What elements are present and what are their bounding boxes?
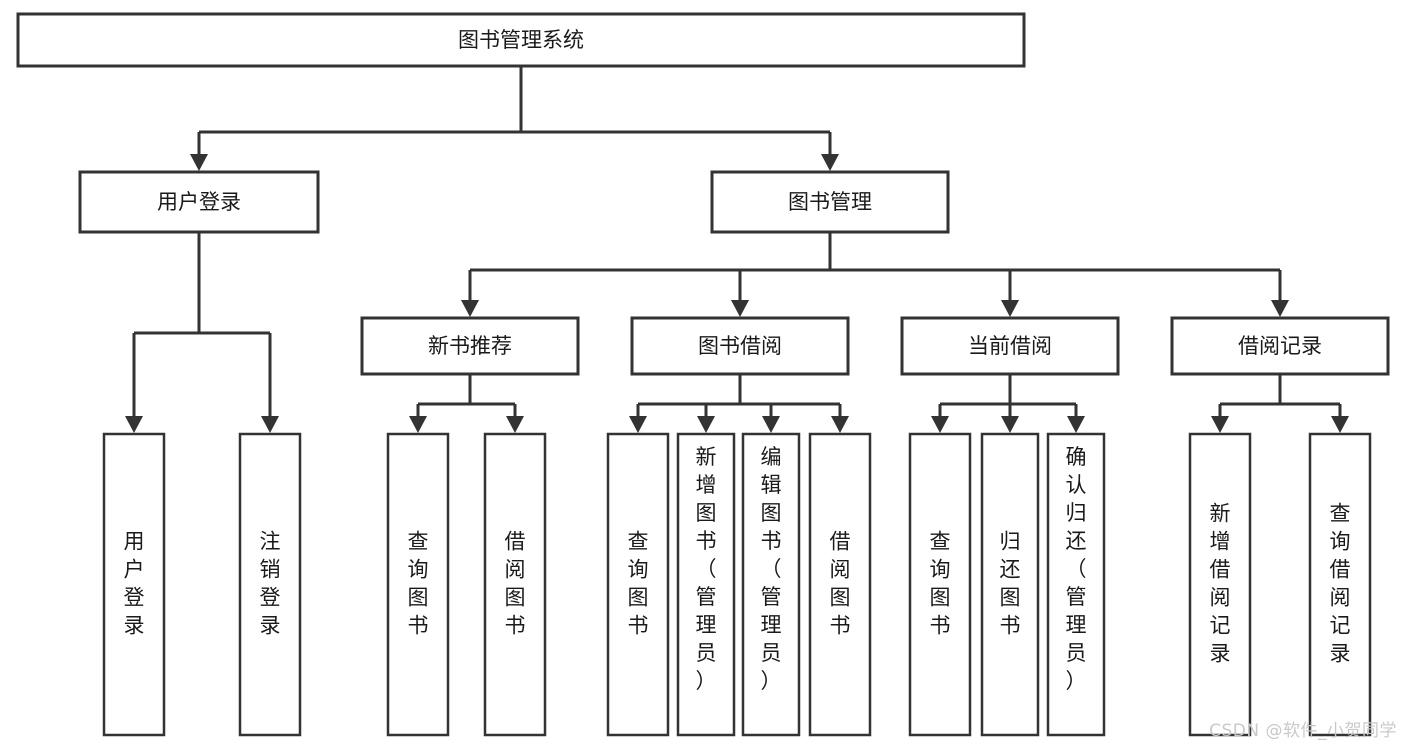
node-leaf-borrow-book-2-label: 借阅图书	[830, 530, 851, 638]
node-borrow-record-label: 借阅记录	[1238, 334, 1322, 358]
node-borrow-record[interactable]: 借阅记录	[1170, 316, 1390, 376]
node-leaf-confirm-return-label: 确认归还（管理员）	[1066, 445, 1087, 693]
node-root-book-management-system-rect[interactable]	[16, 12, 1026, 68]
arrow-head-icon	[831, 416, 849, 433]
node-leaf-borrow-book-2[interactable]: 借阅图书	[808, 432, 872, 737]
arrow-head-icon	[762, 416, 780, 433]
arrow-head-icon	[190, 154, 208, 171]
node-leaf-add-book-rect[interactable]	[676, 432, 736, 737]
node-book-manage-label: 图书管理	[788, 190, 872, 214]
node-user-login-rect[interactable]	[78, 170, 320, 234]
node-leaf-query-book-1-label: 查询图书	[408, 530, 429, 638]
node-leaf-user-login-label: 用户登录	[124, 530, 145, 638]
node-leaf-borrow-book-1[interactable]: 借阅图书	[483, 432, 547, 737]
node-current-borrow-label: 当前借阅	[968, 334, 1052, 358]
node-leaf-query-record-label: 查询借阅记录	[1330, 502, 1351, 666]
node-leaf-query-book-1[interactable]: 查询图书	[386, 432, 450, 737]
arrow-head-icon	[1271, 300, 1289, 317]
csdn-watermark: CSDN @软件_小贺同学	[1209, 721, 1397, 741]
arrow-head-icon	[731, 300, 749, 317]
arrow-head-icon	[821, 154, 839, 171]
arrow-head-icon	[409, 416, 427, 433]
node-leaf-query-book-3-label: 查询图书	[930, 530, 951, 638]
node-new-book-rec-label: 新书推荐	[428, 334, 512, 358]
node-leaf-query-book-2-rect[interactable]	[606, 432, 670, 737]
node-leaf-edit-book-label: 编辑图书（管理员）	[761, 445, 782, 693]
node-leaf-query-record-rect[interactable]	[1308, 432, 1372, 737]
node-leaf-confirm-return[interactable]: 确认归还（管理员）	[1046, 432, 1106, 737]
arrow-head-icon	[125, 416, 143, 433]
node-new-book-rec[interactable]: 新书推荐	[360, 316, 580, 376]
node-leaf-add-record-rect[interactable]	[1188, 432, 1252, 737]
node-leaf-edit-book-rect[interactable]	[741, 432, 801, 737]
arrow-head-icon	[629, 416, 647, 433]
node-book-manage-rect[interactable]	[710, 170, 950, 234]
node-book-borrow-label: 图书借阅	[698, 334, 782, 358]
arrow-head-icon	[1211, 416, 1229, 433]
node-leaf-add-record-label: 新增借阅记录	[1210, 502, 1231, 666]
node-leaf-user-logout-rect[interactable]	[238, 432, 302, 737]
node-leaf-user-login-rect[interactable]	[102, 432, 166, 737]
node-leaf-borrow-book-1-rect[interactable]	[483, 432, 547, 737]
arrow-head-icon	[1001, 416, 1019, 433]
node-leaf-confirm-return-rect[interactable]	[1046, 432, 1106, 737]
node-leaf-query-book-1-rect[interactable]	[386, 432, 450, 737]
node-leaf-query-book-2-label: 查询图书	[628, 530, 649, 638]
arrow-head-icon	[1001, 300, 1019, 317]
node-leaf-query-book-2[interactable]: 查询图书	[606, 432, 670, 737]
node-leaf-borrow-book-2-rect[interactable]	[808, 432, 872, 737]
node-leaf-borrow-book-1-label: 借阅图书	[505, 530, 526, 638]
node-current-borrow[interactable]: 当前借阅	[900, 316, 1120, 376]
arrow-head-icon	[1331, 416, 1349, 433]
node-leaf-return-book[interactable]: 归还图书	[980, 432, 1040, 737]
node-borrow-record-rect[interactable]	[1170, 316, 1390, 376]
arrow-head-icon	[931, 416, 949, 433]
node-root-book-management-system-label: 图书管理系统	[458, 28, 584, 52]
node-leaf-edit-book[interactable]: 编辑图书（管理员）	[741, 432, 801, 737]
node-leaf-query-book-3[interactable]: 查询图书	[908, 432, 972, 737]
node-leaf-add-book-label: 新增图书（管理员）	[696, 445, 717, 693]
node-leaf-add-book[interactable]: 新增图书（管理员）	[676, 432, 736, 737]
node-leaf-user-login[interactable]: 用户登录	[102, 432, 166, 737]
node-leaf-query-record[interactable]: 查询借阅记录	[1308, 432, 1372, 737]
arrow-head-icon	[1067, 416, 1085, 433]
arrow-head-icon	[461, 300, 479, 317]
arrow-head-icon	[506, 416, 524, 433]
node-book-manage[interactable]: 图书管理	[710, 170, 950, 234]
node-leaf-return-book-label: 归还图书	[1000, 530, 1021, 638]
node-leaf-query-book-3-rect[interactable]	[908, 432, 972, 737]
arrow-head-icon	[261, 416, 279, 433]
node-leaf-user-logout[interactable]: 注销登录	[238, 432, 302, 737]
node-user-login-label: 用户登录	[157, 190, 241, 214]
node-leaf-add-record[interactable]: 新增借阅记录	[1188, 432, 1252, 737]
arrow-head-icon	[697, 416, 715, 433]
node-book-borrow[interactable]: 图书借阅	[630, 316, 850, 376]
node-leaf-user-logout-label: 注销登录	[260, 530, 281, 638]
node-user-login[interactable]: 用户登录	[78, 170, 320, 234]
node-root-book-management-system[interactable]: 图书管理系统	[16, 12, 1026, 68]
node-leaf-return-book-rect[interactable]	[980, 432, 1040, 737]
